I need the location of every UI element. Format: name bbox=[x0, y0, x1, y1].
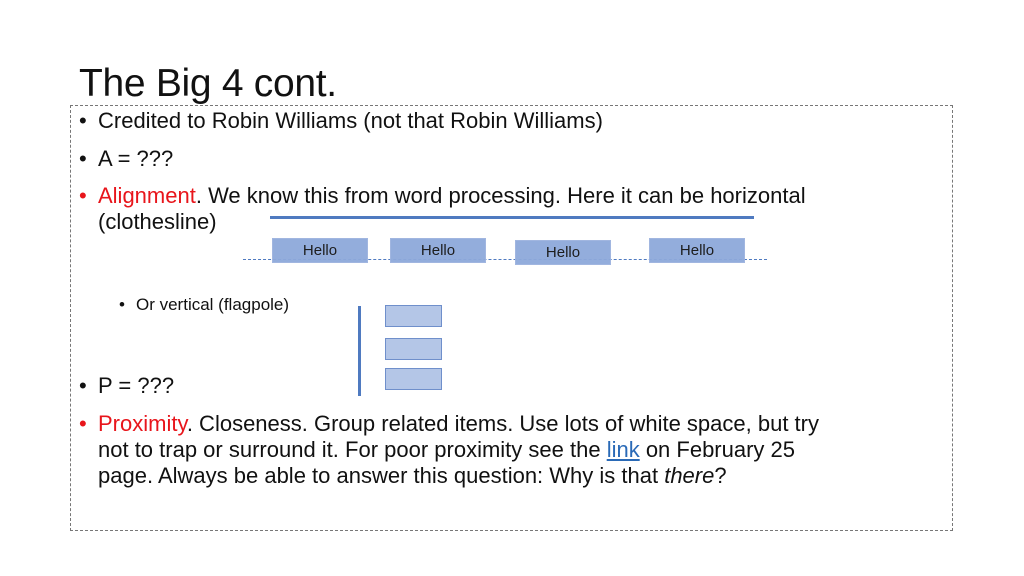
bullet-vertical: • Or vertical (flagpole) bbox=[119, 295, 290, 314]
bullet-proximity: • Proximity. Closeness. Group related it… bbox=[79, 411, 819, 488]
keyword-proximity: Proximity bbox=[98, 411, 187, 436]
bullet-credited: • Credited to Robin Williams (not that R… bbox=[79, 108, 603, 133]
hello-box-4: Hello bbox=[649, 238, 745, 263]
keyword-alignment: Alignment bbox=[98, 183, 196, 208]
bullet-dot: • bbox=[79, 373, 87, 398]
bullet-a: • A = ??? bbox=[79, 146, 174, 171]
flagpole-line bbox=[358, 306, 361, 396]
february-25-link[interactable]: link bbox=[606, 437, 640, 462]
bullet-dot: • bbox=[79, 411, 87, 436]
flagpole-box-2 bbox=[385, 338, 442, 360]
hello-box-3: Hello bbox=[515, 240, 611, 265]
flagpole-box-3 bbox=[385, 368, 442, 390]
clothesline-line bbox=[270, 216, 754, 219]
bullet-p: • P = ??? bbox=[79, 373, 175, 398]
baseline-dashed-guide bbox=[243, 259, 767, 260]
content-placeholder[interactable] bbox=[70, 105, 953, 531]
flagpole-box-1 bbox=[385, 305, 442, 327]
bullet-dot: • bbox=[79, 183, 87, 208]
bullet-dot: • bbox=[79, 108, 87, 133]
hello-box-1: Hello bbox=[272, 238, 368, 263]
hello-box-2: Hello bbox=[390, 238, 486, 263]
bullet-alignment: • Alignment. We know this from word proc… bbox=[79, 183, 806, 234]
bullet-dot: • bbox=[79, 146, 87, 171]
bullet-dot: • bbox=[119, 295, 125, 314]
slide-title: The Big 4 cont. bbox=[79, 62, 337, 105]
